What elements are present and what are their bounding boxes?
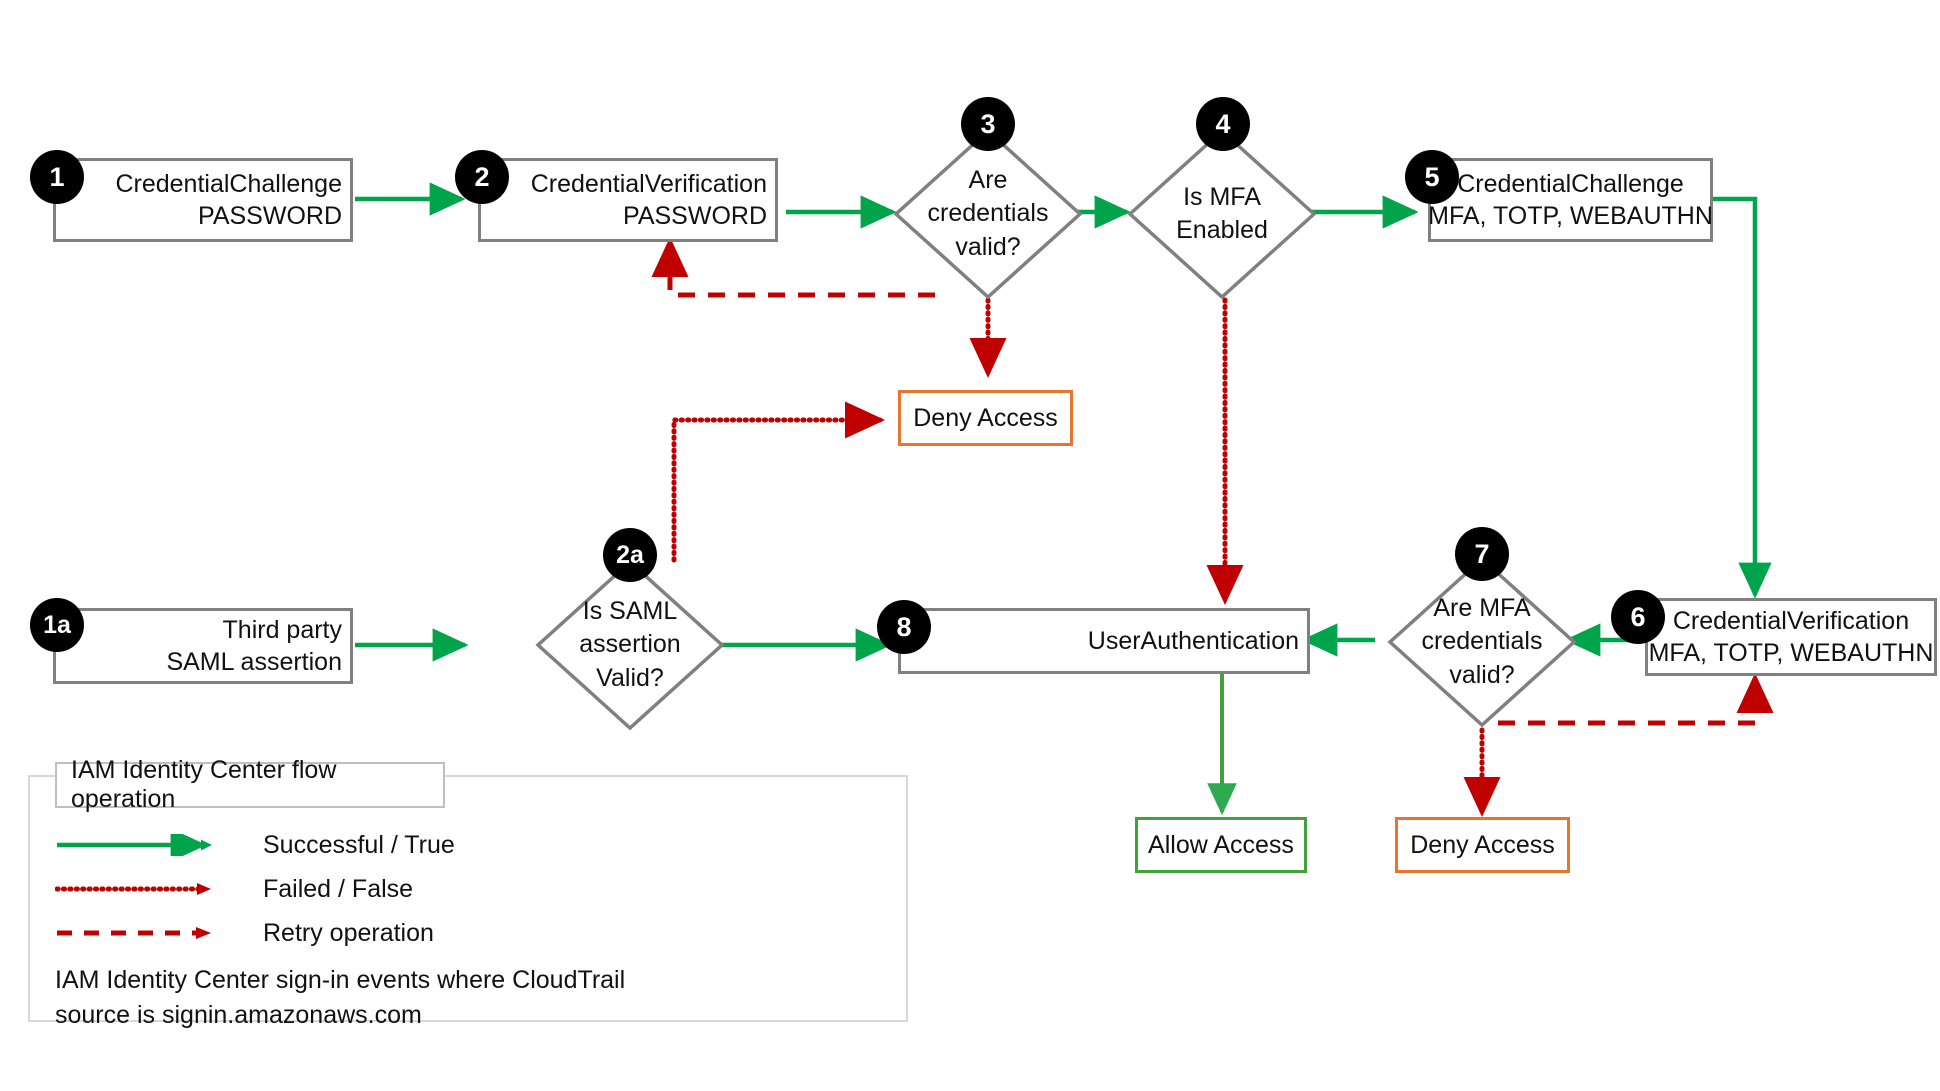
edge-5-to-6 xyxy=(1712,196,1772,599)
terminal-deny-access-bottom[interactable]: Deny Access xyxy=(1395,817,1570,873)
legend-row-successful: Successful / True xyxy=(55,828,615,862)
node-credential-verification-mfa[interactable]: CredentialVerification MFA, TOTP, WEBAUT… xyxy=(1645,598,1937,676)
node-line: MFA, TOTP, WEBAUTHN xyxy=(1428,202,1713,230)
decision-label: Are MFA credentials valid? xyxy=(1387,556,1577,728)
legend-row-failed: Failed / False xyxy=(54,872,615,906)
terminal-label: Allow Access xyxy=(1148,830,1294,859)
node-line: PASSWORD xyxy=(623,202,767,230)
decision-is-mfa-enabled[interactable]: Is MFA Enabled xyxy=(1127,128,1317,300)
node-line: CredentialChallenge xyxy=(1457,170,1684,198)
node-line: credentials xyxy=(927,199,1049,228)
legend-line-solid-icon xyxy=(55,828,215,862)
node-credential-challenge-mfa[interactable]: CredentialChallenge MFA, TOTP, WEBAUTHN xyxy=(1428,158,1713,242)
node-line: Are xyxy=(968,165,1008,194)
diamond-shape xyxy=(1127,128,1317,300)
step-badge-7: 7 xyxy=(1455,527,1509,581)
legend-row-retry: Retry operation xyxy=(55,916,615,950)
legend-title: IAM Identity Center flow operation xyxy=(55,756,445,813)
node-line: SAML assertion xyxy=(166,648,342,676)
terminal-allow-access[interactable]: Allow Access xyxy=(1135,817,1307,873)
node-third-party-saml-assertion[interactable]: Third party SAML assertion xyxy=(53,608,353,684)
terminal-label: Deny Access xyxy=(913,403,1058,432)
step-badge-6: 6 xyxy=(1611,590,1665,644)
step-badge-2: 2 xyxy=(455,150,509,204)
node-line: assertion xyxy=(579,630,681,659)
node-line: MFA, TOTP, WEBAUTHN xyxy=(1648,639,1934,667)
step-badge-2a: 2a xyxy=(603,528,657,582)
legend-label: Retry operation xyxy=(263,918,434,947)
terminal-label: Deny Access xyxy=(1410,830,1555,859)
node-credential-verification-password[interactable]: CredentialVerification PASSWORD xyxy=(478,158,778,242)
node-line: Valid? xyxy=(596,663,664,692)
step-badge-1: 1 xyxy=(30,150,84,204)
node-line: CredentialVerification xyxy=(1672,607,1910,635)
decision-label: Are credentials valid? xyxy=(893,128,1083,300)
decision-is-saml-assertion-valid[interactable]: Is SAML assertion Valid? xyxy=(535,559,725,731)
node-user-authentication[interactable]: UserAuthentication xyxy=(898,608,1310,674)
legend-line-dotted-icon xyxy=(54,878,215,900)
node-line: Are MFA xyxy=(1433,593,1531,622)
legend-note-line: source is signin.amazonaws.com xyxy=(55,1000,422,1029)
diamond-shape xyxy=(893,128,1083,300)
legend-note: IAM Identity Center sign-in events where… xyxy=(55,963,855,1032)
legend-line-dashed-icon xyxy=(55,922,215,944)
step-badge-1a: 1a xyxy=(30,598,84,652)
node-line: Enabled xyxy=(1176,216,1268,244)
terminal-deny-access-top[interactable]: Deny Access xyxy=(898,390,1073,446)
decision-label: Is MFA Enabled xyxy=(1127,128,1317,300)
step-badge-5: 5 xyxy=(1405,150,1459,204)
step-badge-3: 3 xyxy=(961,97,1015,151)
step-badge-4: 4 xyxy=(1196,97,1250,151)
node-line: credentials xyxy=(1421,627,1543,656)
decision-are-mfa-credentials-valid[interactable]: Are MFA credentials valid? xyxy=(1387,556,1577,728)
node-credential-challenge-password[interactable]: CredentialChallenge PASSWORD xyxy=(53,158,353,242)
node-line: valid? xyxy=(955,232,1021,261)
diamond-shape xyxy=(535,559,725,731)
legend-title-text: IAM Identity Center flow operation xyxy=(71,756,337,813)
legend-panel xyxy=(28,775,908,1022)
node-line: valid? xyxy=(1449,660,1515,689)
node-line: Is MFA xyxy=(1183,182,1261,211)
node-line: CredentialVerification xyxy=(530,170,767,198)
node-line: Third party xyxy=(222,616,342,644)
step-badge-8: 8 xyxy=(877,600,931,654)
node-line: Is SAML xyxy=(582,596,678,625)
node-line: UserAuthentication xyxy=(1087,627,1299,655)
legend-label: Failed / False xyxy=(263,874,414,903)
node-line: PASSWORD xyxy=(198,202,342,230)
legend-note-line: IAM Identity Center sign-in events where… xyxy=(55,966,626,994)
decision-are-credentials-valid[interactable]: Are credentials valid? xyxy=(893,128,1083,300)
node-line: CredentialChallenge xyxy=(115,170,342,198)
edge-2a-to-deny xyxy=(671,401,885,563)
decision-label: Is SAML assertion Valid? xyxy=(535,559,725,731)
diamond-shape xyxy=(1387,556,1577,728)
legend-label: Successful / True xyxy=(263,830,455,859)
